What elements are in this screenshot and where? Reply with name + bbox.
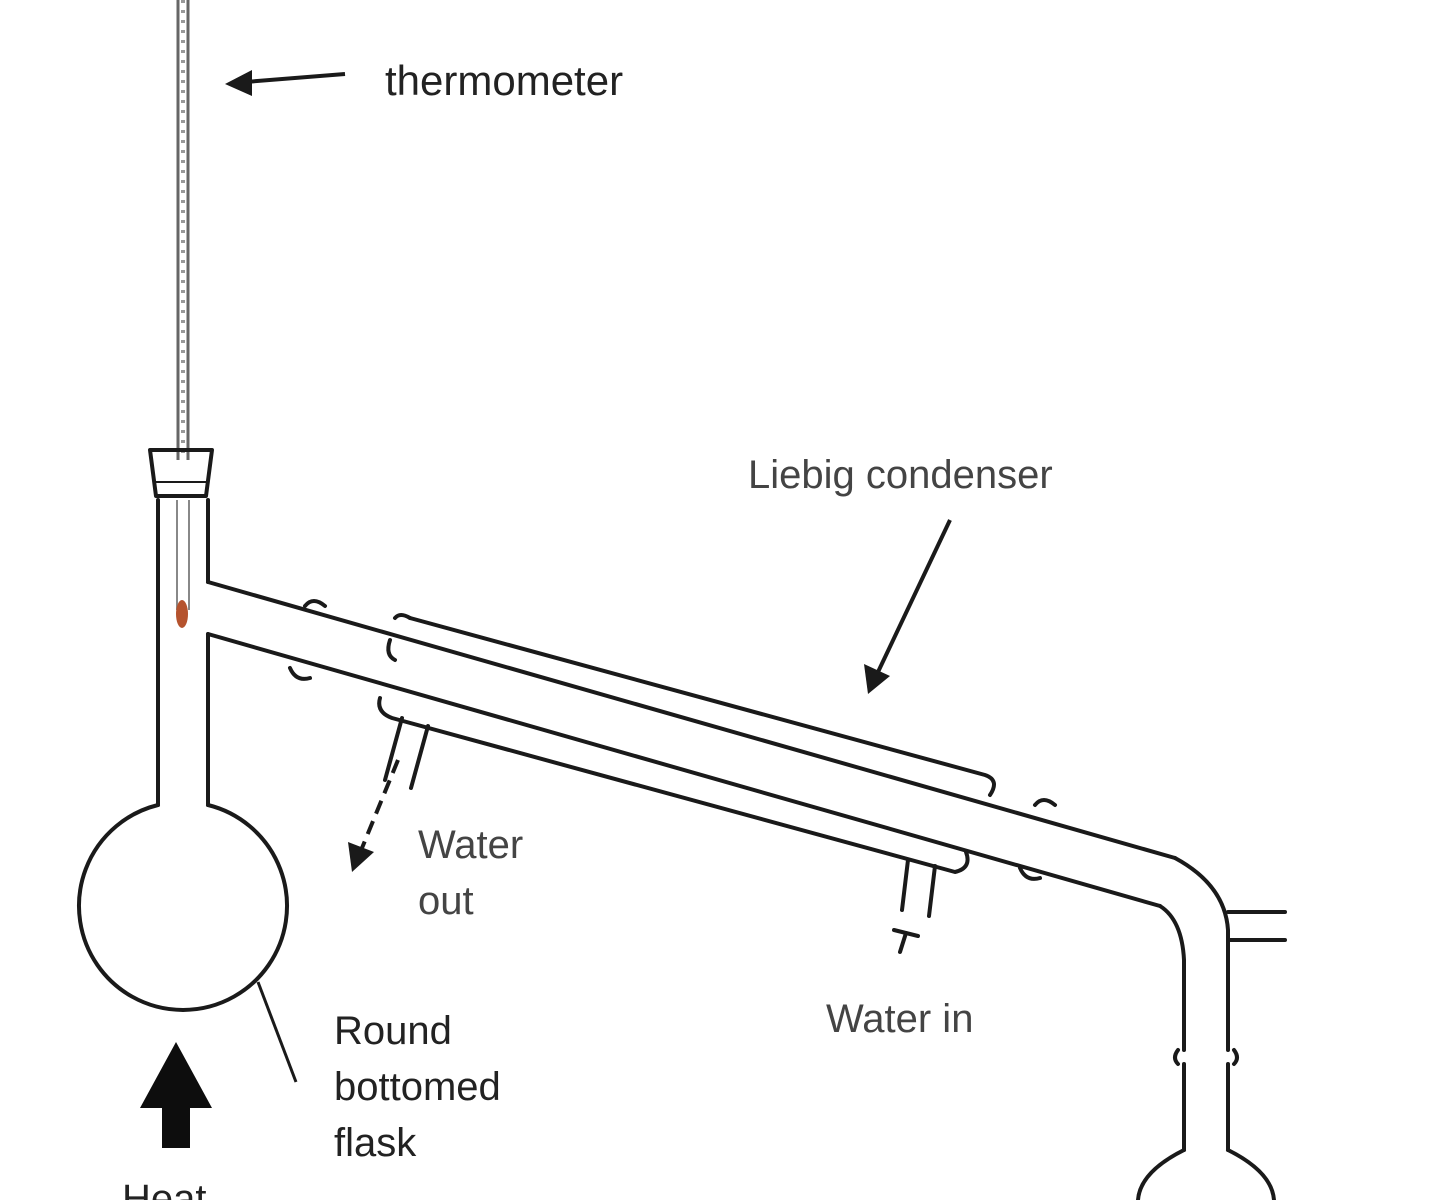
water-out-label-line1: Water [418, 823, 523, 867]
water-in-label: Water in [826, 997, 973, 1041]
condenser-label: Liebig condenser [748, 453, 1053, 497]
stopper [148, 448, 214, 498]
condenser-arrow [864, 519, 952, 694]
thermometer-bulb [176, 600, 188, 628]
receiver-adapter [1136, 856, 1287, 1200]
round-bottomed-flask [77, 803, 289, 1012]
thermometer-arrow [225, 70, 346, 96]
water-out-arrow [348, 759, 400, 872]
heat-label: Heat [122, 1177, 207, 1200]
flask-label-line3: flask [334, 1121, 417, 1165]
flask-label-line2: bottomed [334, 1065, 501, 1109]
water-out-label-line2: out [418, 879, 474, 923]
thermometer-label: thermometer [385, 57, 623, 104]
side-arm [206, 580, 1177, 908]
thermometer [176, 0, 190, 628]
flask-pointer-line [256, 981, 298, 1083]
flask-label-line1: Round [334, 1009, 452, 1053]
heat-arrow [140, 1042, 212, 1148]
distillation-neck [156, 498, 210, 807]
liebig-condenser [377, 613, 996, 954]
